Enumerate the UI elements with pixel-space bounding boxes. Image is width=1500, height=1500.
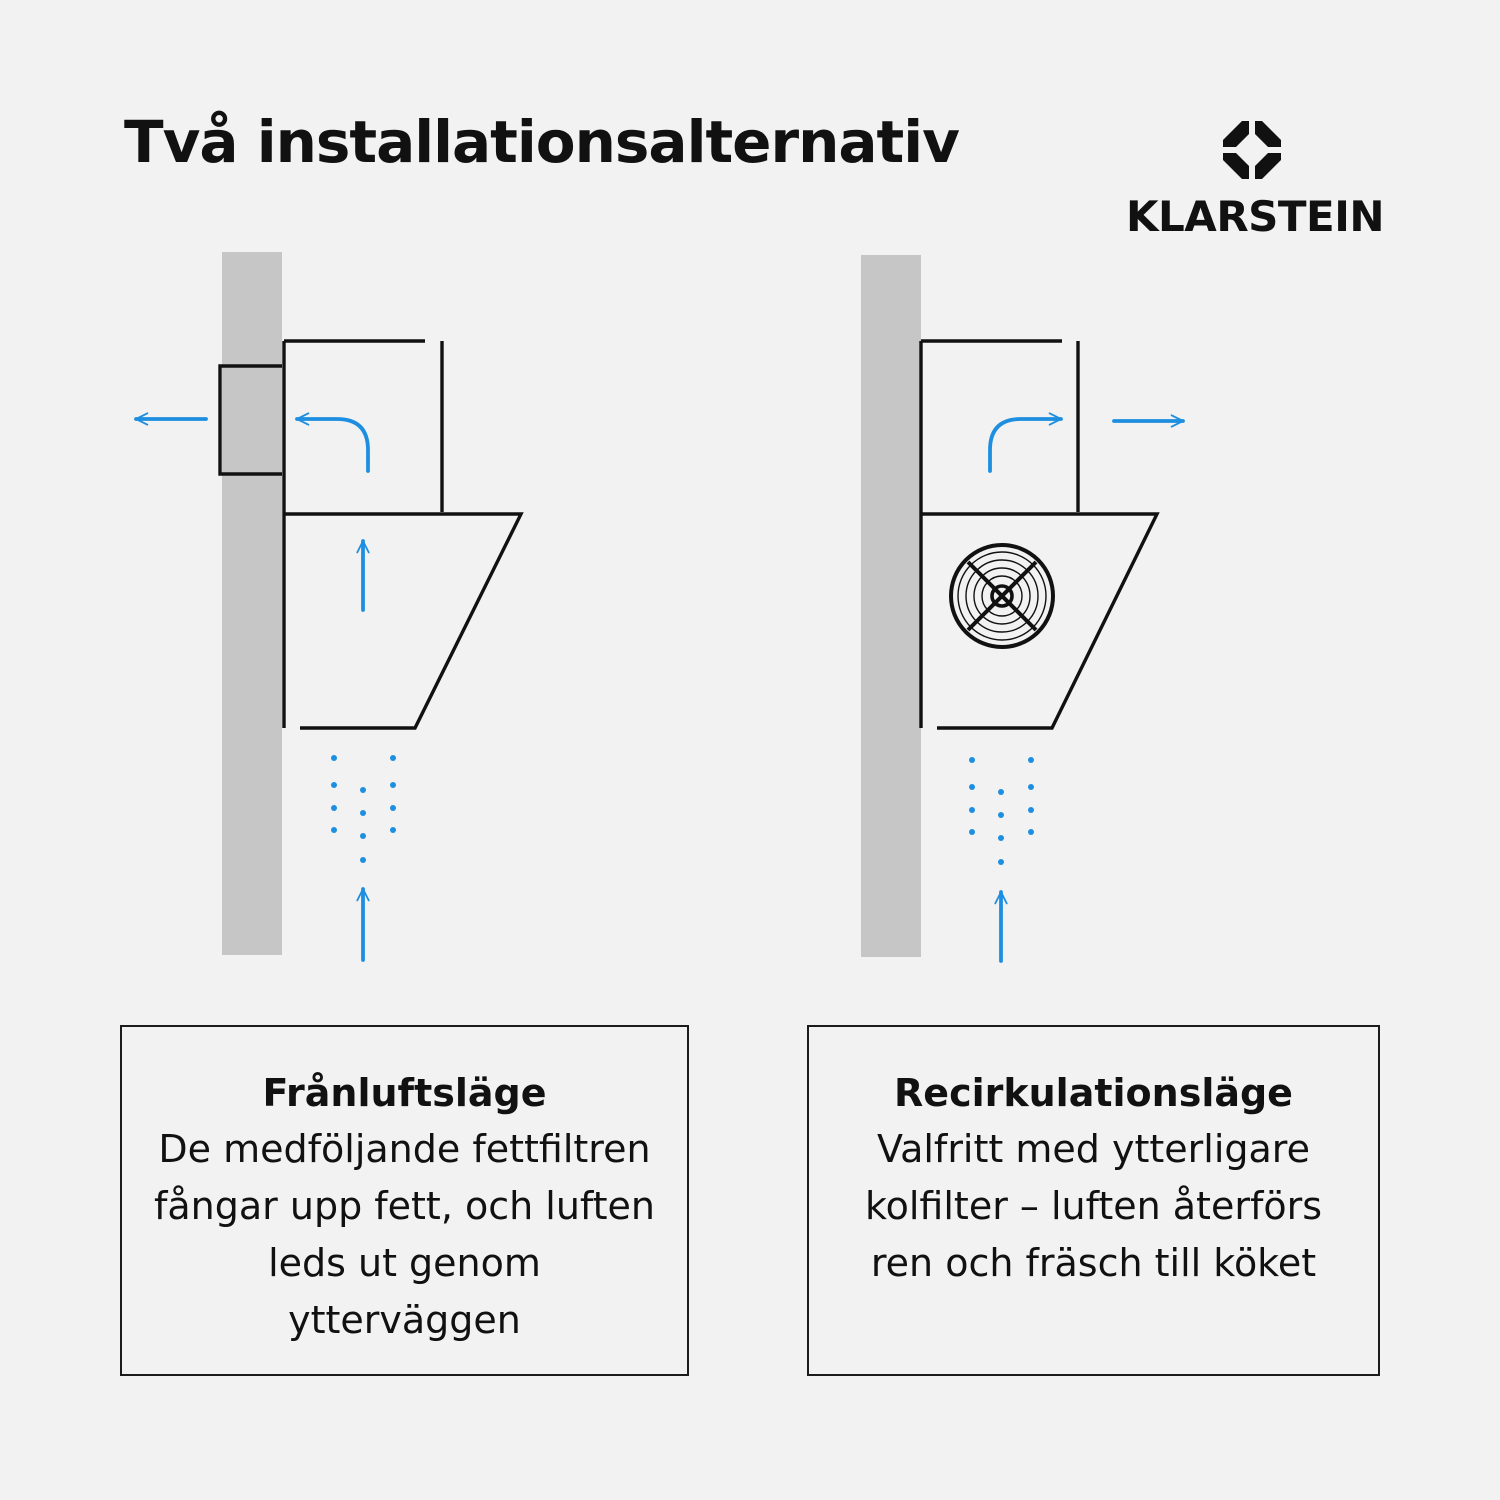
steam-dots-right — [969, 757, 1034, 865]
recirculation-mode-title: Recirkulationsläge — [894, 1071, 1293, 1115]
recirculation-mode-diagram — [861, 255, 1185, 963]
installation-diagram — [134, 252, 1185, 963]
arrows-right — [988, 412, 1185, 963]
wall-left — [222, 252, 282, 955]
exhaust-mode-title: Frånluftsläge — [262, 1071, 547, 1115]
recirculation-mode-card: Recirkulationsläge Valfritt med ytterlig… — [807, 1025, 1380, 1376]
hood-left — [218, 339, 524, 730]
recirculation-mode-description: Valfritt med ytterligare kolfilter – luf… — [864, 1127, 1323, 1285]
brand-name: KLARSTEIN — [1126, 192, 1385, 241]
arrows-left — [134, 412, 370, 962]
brand-logo: KLARSTEIN — [1118, 118, 1388, 248]
steam-dots-left — [331, 755, 396, 863]
hood-right — [919, 339, 1160, 730]
exhaust-mode-card: Frånluftsläge De medföljande fettfiltren… — [120, 1025, 689, 1376]
arrow-turn-left-icon — [295, 412, 370, 473]
wall-right — [861, 255, 921, 957]
fan-icon — [949, 543, 1055, 649]
page-title: Två installationsalternativ — [124, 108, 960, 176]
exhaust-mode-diagram — [134, 252, 524, 962]
klarstein-logo-icon — [1220, 118, 1284, 182]
exhaust-mode-description: De medföljande fettfiltren fångar upp fe… — [154, 1127, 655, 1342]
arrow-turn-right-icon — [988, 412, 1063, 473]
duct-left — [218, 364, 282, 476]
